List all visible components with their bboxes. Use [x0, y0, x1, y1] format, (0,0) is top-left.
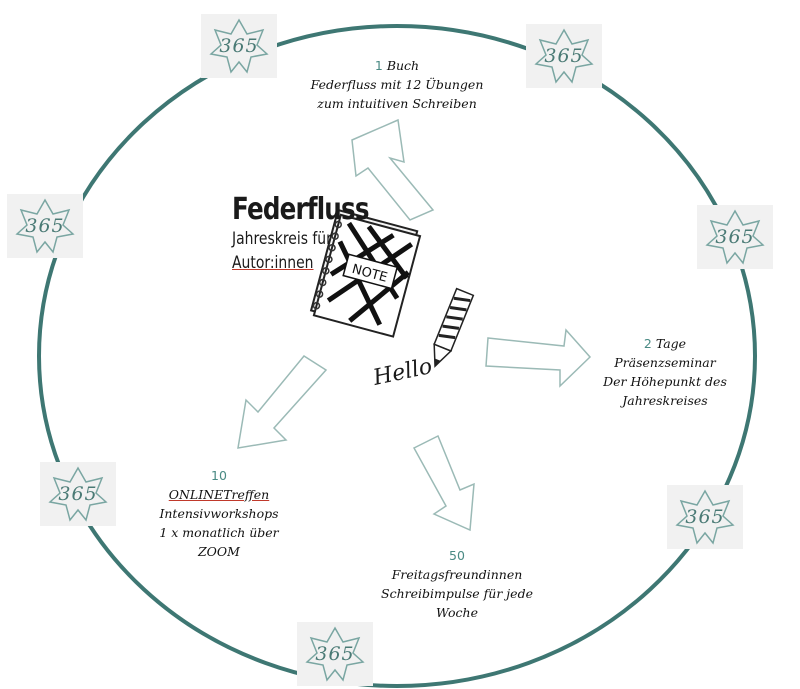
buch-number: 1 [374, 58, 383, 73]
freitag-line2: Freitagsfreundinnen [391, 567, 523, 582]
buch-line3: zum intuitiven Schreiben [317, 96, 477, 111]
arrow-up [351, 118, 435, 221]
center-title: Federfluss Jahreskreis für Autor:innen [232, 192, 399, 275]
online-number: 10 [211, 468, 227, 483]
badge-label: 365 [715, 226, 755, 248]
subtitle-line1: Jahreskreis für [232, 229, 332, 249]
freitag-line3: Schreibimpulse für jede [381, 586, 533, 601]
badge-365-bottom-right: 365 [667, 485, 743, 549]
online-line5: ZOOM [198, 544, 240, 559]
badge-365-bottom: 365 [297, 622, 373, 686]
badge-365-right: 365 [697, 205, 773, 269]
badge-label: 365 [544, 45, 584, 67]
badge-label: 365 [25, 215, 65, 237]
badge-label: 365 [219, 35, 259, 57]
online-line4: 1 x monatlich über [159, 525, 279, 540]
online-line2: ONLINETreffen [168, 487, 270, 502]
tage-line2: Präsenzseminar [614, 355, 716, 370]
badge-label: 365 [685, 506, 725, 528]
arrow-right [485, 328, 592, 388]
badge-label: 365 [58, 483, 98, 505]
block-online: 10 ONLINETreffen Intensivworkshops 1 x m… [134, 466, 304, 561]
buch-line2: Federfluss mit 12 Übungen [310, 77, 484, 92]
block-freitag: 50 Freitagsfreundinnen Schreibimpulse fü… [352, 546, 562, 622]
badge-365-bottom-left: 365 [40, 462, 116, 526]
subtitle-line2: Autor:innen [232, 253, 314, 273]
badge-365-top-right: 365 [526, 24, 602, 88]
badge-365-left: 365 [7, 194, 83, 258]
block-buch: 1 Buch Federfluss mit 12 Übungen zum int… [272, 56, 522, 113]
tage-line4: Jahreskreises [622, 393, 708, 408]
pencil-icon [433, 287, 475, 368]
freitag-line4: Woche [436, 605, 478, 620]
badge-365-top-left: 365 [201, 14, 277, 78]
buch-unit: Buch [386, 58, 420, 73]
tage-unit: Tage [655, 336, 687, 351]
freitag-number: 50 [449, 548, 465, 563]
tage-number: 2 [643, 336, 652, 351]
main-title: Federfluss [232, 192, 369, 227]
online-line3: Intensivworkshops [159, 506, 279, 521]
notebook-icon: NOTE [309, 208, 422, 338]
tage-line3: Der Höhepunkt des [603, 374, 727, 389]
arrow-down-left [237, 355, 328, 449]
block-tage: 2 Tage Präsenzseminar Der Höhepunkt des … [580, 334, 750, 410]
arrow-down [412, 434, 475, 532]
badge-label: 365 [315, 643, 355, 665]
